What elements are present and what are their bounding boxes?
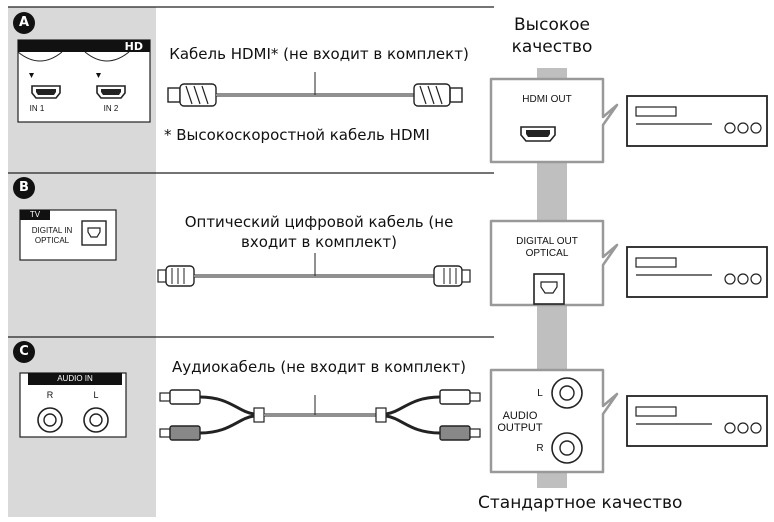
audio-cable <box>159 389 481 441</box>
digital-out-label: DIGITAL OUT <box>516 236 578 247</box>
tv-optical-label: OPTICAL <box>34 236 70 245</box>
audio-in-header-label: AUDIO IN <box>57 374 93 383</box>
hdmi-cable <box>167 72 463 107</box>
audio-cable-label: Аудиокабель (не входит в комплект) <box>172 358 466 376</box>
optical-cable <box>157 253 471 287</box>
optical-cable-label: Оптический цифровой кабель (не входит в … <box>184 213 454 251</box>
device-optical-out-callout <box>489 219 619 307</box>
optical-out-label: OPTICAL <box>525 248 569 259</box>
marker-a-icon <box>13 12 35 34</box>
av-device-b-icon <box>626 246 768 298</box>
device-audio-out-callout <box>489 368 619 474</box>
audio-in-l-label: L <box>93 390 99 400</box>
hdmi-in2-label: IN 2 <box>103 104 119 113</box>
marker-b-icon <box>13 177 35 199</box>
audio-out-l-label: L <box>537 388 543 399</box>
av-device-a-icon <box>626 95 768 147</box>
marker-c-icon <box>13 341 35 363</box>
device-hdmi-out-callout <box>489 77 619 164</box>
audio-out-r-label: R <box>536 443 544 454</box>
hdmi-in1-label: IN 1 <box>29 104 45 113</box>
hdmi-out-label: HDMI OUT <box>522 94 572 105</box>
av-device-c-icon <box>626 395 768 447</box>
audio-output-label-2: OUTPUT <box>497 422 543 434</box>
audio-in-r-label: R <box>46 390 54 400</box>
tv-hdmi-panel: HD <box>17 39 151 123</box>
tv-audio-in-panel <box>19 372 127 438</box>
tv-header-label: TV <box>29 210 41 219</box>
standard-quality-label: Стандартное качество <box>478 493 683 513</box>
hdmi-logo-icon: HD <box>125 40 143 53</box>
audio-output-label-1: AUDIO <box>502 410 538 422</box>
marker-c-label: C <box>19 344 29 359</box>
tv-digital-in-label: DIGITAL IN <box>31 226 73 235</box>
marker-a-label: A <box>18 15 30 30</box>
hdmi-cable-label: Кабель HDMI* (не входит в комплект) <box>169 45 469 63</box>
hdmi-footnote: * Высокоскоростной кабель HDMI <box>164 126 430 144</box>
tv-optical-panel <box>19 209 117 261</box>
marker-b-label: B <box>19 180 29 195</box>
high-quality-label: Высокое качество <box>511 15 593 57</box>
